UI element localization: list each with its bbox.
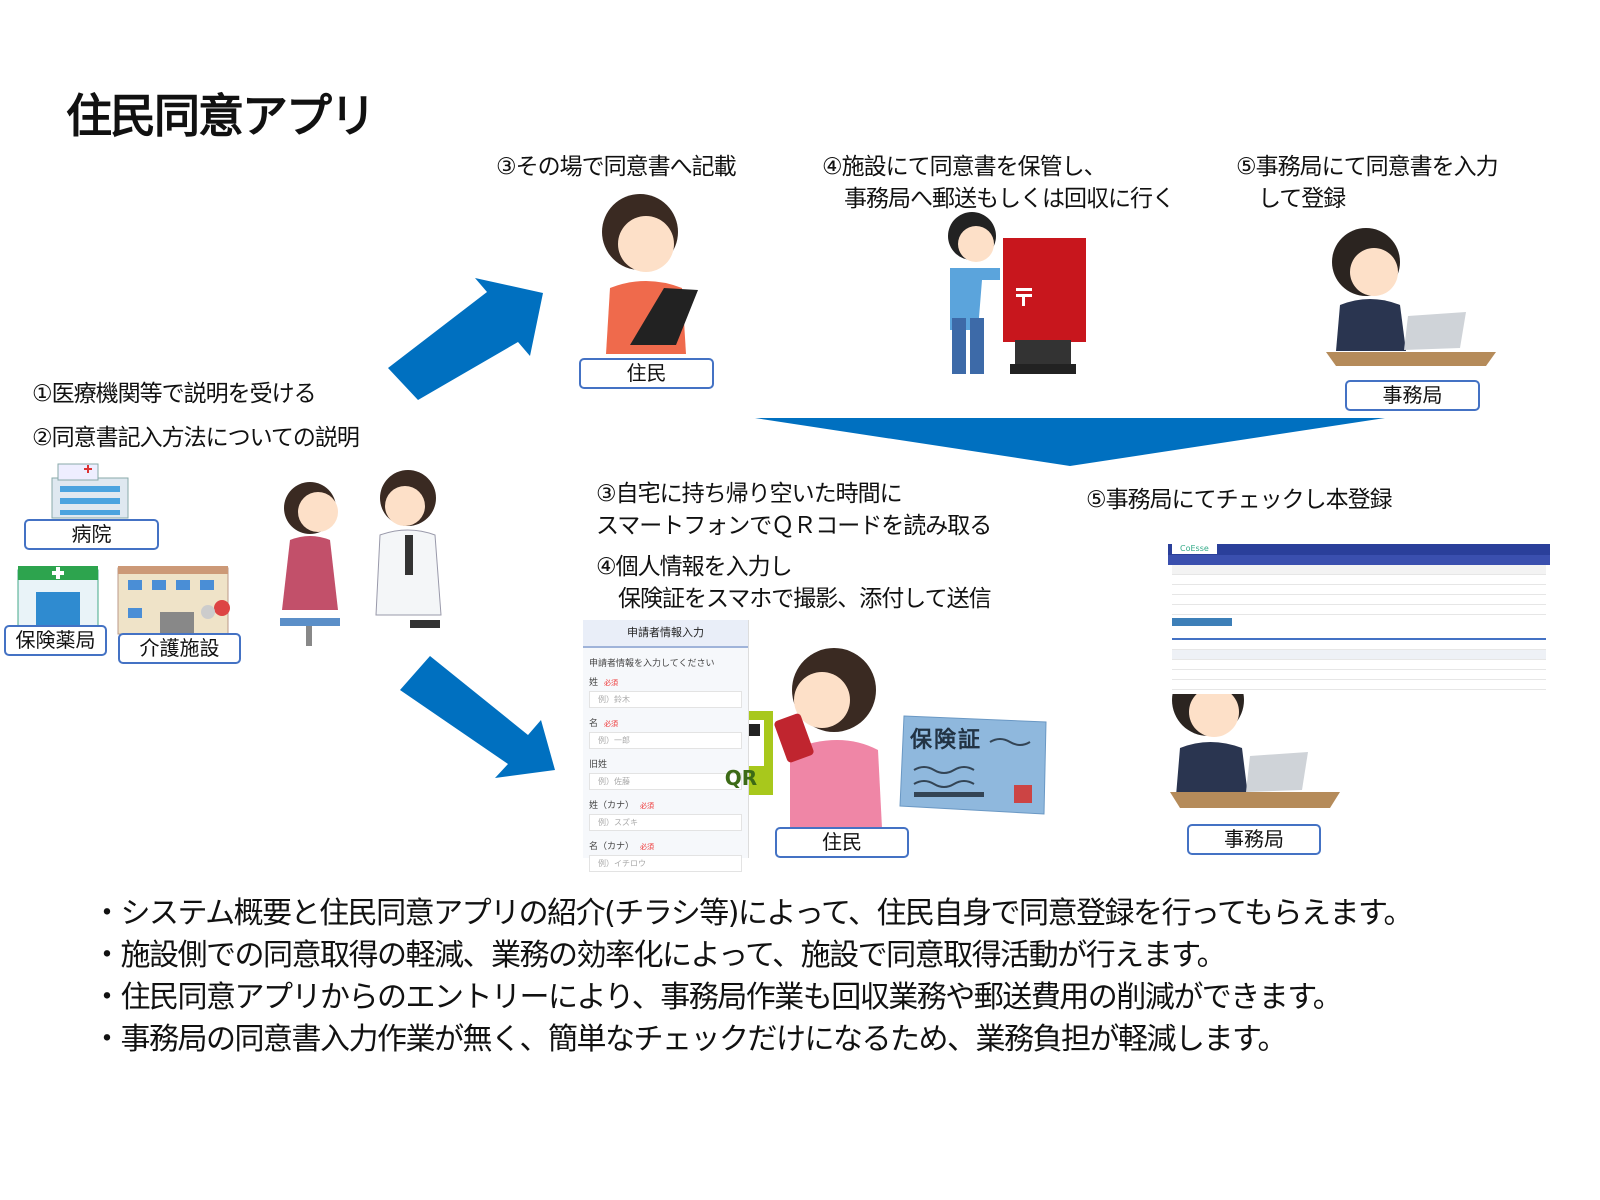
form-field-input[interactable]: 例）一郎 [589,732,742,749]
resident-clipboard-illustration [602,194,698,354]
label-pharmacy: 保険薬局 [4,625,107,656]
label-care-facility: 介護施設 [118,633,241,664]
top-step-3-caption: ③その場で同意書へ記載 [496,154,737,180]
step-2-caption: ②同意書記入方法についての説明 [32,425,360,451]
resident-smartphone-illustration [774,648,882,828]
page-title: 住民同意アプリ [66,89,376,143]
field-label-text: 旧姓 [589,760,608,770]
summary-bullets: ・システム概要と住民同意アプリの紹介(チラシ等)によって、住民自身で同意登録を行… [92,893,1414,1061]
form-field-label: 名必須 [589,716,742,729]
hospital-illustration [51,463,129,519]
form-field-input[interactable]: 例）佐藤 [589,773,742,790]
system-logo: CoEsse [1172,544,1217,554]
bullet-1: ・システム概要と住民同意アプリの紹介(チラシ等)によって、住民自身で同意登録を行… [92,896,1414,931]
label-resident-top: 住民 [579,358,714,389]
bullet-3: ・住民同意アプリからのエントリーにより、事務局作業も回収業務や郵送費用の削減がで… [92,980,1343,1015]
bottom-step-3-caption: ③自宅に持ち帰り空いた時間に スマートフォンでＱＲコードを読み取る [596,481,992,539]
label-hospital: 病院 [24,519,159,550]
step-1-caption: ①医療機関等で説明を受ける [32,381,317,407]
arrow-down-merge [755,418,1385,466]
form-intro: 申請者情報を入力してください [589,659,715,669]
label-office-bottom: 事務局 [1187,824,1321,855]
insurance-card-title: 保険証 [910,728,983,753]
required-badge: 必須 [640,802,655,810]
arrow-down-right [400,656,555,778]
patient-doctor-illustration [280,470,442,646]
label-office-top: 事務局 [1345,380,1480,411]
admin-system-screenshot: CoEsse [1168,544,1550,694]
top-step-4-caption: ④施設にて同意書を保管し、 事務局へ郵送もしくは回収に行く [822,154,1175,212]
form-fields: 姓必須例）鈴木名必須例）一郎旧姓例）佐藤姓（カナ）必須例）スズキ名（カナ）必須例… [589,675,742,872]
applicant-form-screenshot: 申請者情報入力 申請者情報を入力してください 姓必須例）鈴木名必須例）一郎旧姓例… [583,620,749,872]
form-header: 申請者情報入力 [583,620,748,648]
form-field-input[interactable]: 例）イチロウ [589,855,742,872]
bottom-step-4-caption: ④個人情報を入力し 保険証をスマホで撮影、添付して送信 [596,554,992,612]
required-badge: 必須 [604,679,619,687]
form-field-label: 名（カナ） 必須 [589,839,742,852]
arrow-up-right [388,278,543,400]
pharmacy-illustration [17,566,99,629]
qr-text: QR [724,766,758,790]
field-label-text: 姓 [589,678,599,688]
postbox-illustration [948,212,1086,374]
bottom-step-5-caption: ⑤事務局にてチェックし本登録 [1086,487,1393,513]
top-step-5-caption: ⑤事務局にて同意書を入力 して登録 [1236,154,1499,212]
field-label-text: 姓（カナ） [589,801,635,811]
required-badge: 必須 [604,720,619,728]
form-field-label: 姓（カナ） 必須 [589,798,742,811]
label-resident-bottom: 住民 [775,827,909,858]
office-worker-top-illustration [1326,228,1496,366]
form-field-input[interactable]: 例）スズキ [589,814,742,831]
form-field-label: 姓必須 [589,675,742,688]
required-badge: 必須 [640,843,655,851]
form-field-input[interactable]: 例）鈴木 [589,691,742,708]
field-label-text: 名 [589,719,599,729]
bullet-4: ・事務局の同意書入力作業が無く、簡単なチェックだけになるため、業務負担が軽減しま… [92,1022,1288,1057]
care-facility-illustration [117,566,230,635]
insurance-card-illustration [899,715,1047,815]
field-label-text: 名（カナ） [589,842,635,852]
form-field-label: 旧姓 [589,757,742,770]
bullet-2: ・施設側での同意取得の軽減、業務の効率化によって、施設で同意取得活動が行えます。 [92,938,1227,973]
